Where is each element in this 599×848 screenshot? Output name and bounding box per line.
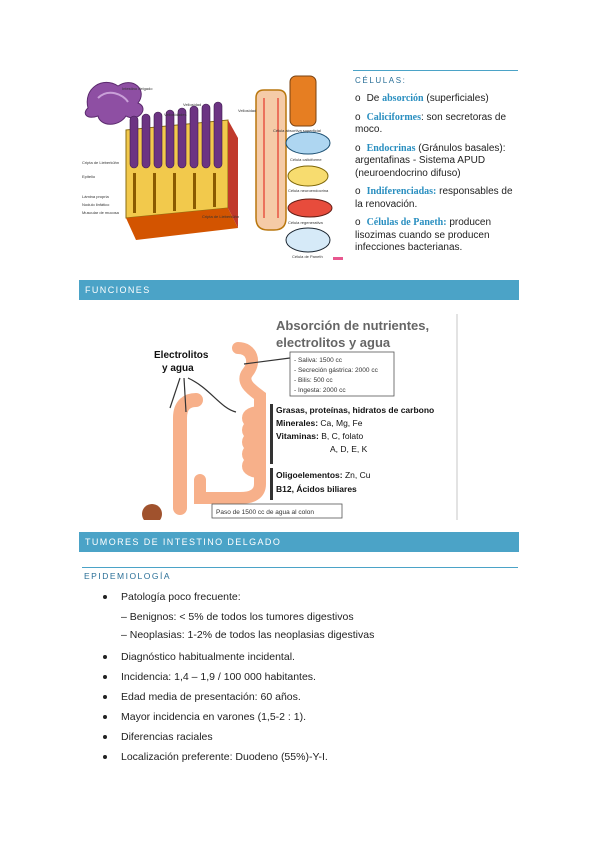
section-bar-tumores: TUMORES DE INTESTINO DELGADO <box>79 532 519 552</box>
block1-vitaminas: B, C, folato <box>319 431 364 441</box>
functions-figure: Absorción de nutrientes, electrolitos y … <box>140 308 462 520</box>
block1-minerales: Ca, Mg, Fe <box>318 418 363 428</box>
agua-label: y agua <box>162 363 194 374</box>
block2-oligo-label: Oligoelementos: <box>276 470 343 480</box>
svg-text:Oligoelementos: Zn, Cu: Oligoelementos: Zn, Cu <box>276 470 371 480</box>
cell-item-desc: producen lisozimas cuando se producen in… <box>355 217 492 253</box>
input-bilis: - Bilis: 500 cc <box>294 377 333 384</box>
cell-item-desc: responsables de la renovación. <box>355 186 513 210</box>
epidemiology-title: EPIDEMIOLOGÍA <box>84 571 172 581</box>
block2-oligo: Zn, Cu <box>343 470 371 480</box>
cell-item-desc: (superficiales) <box>423 93 489 104</box>
svg-text:Minerales: Ca, Mg, Fe: Minerales: Ca, Mg, Fe <box>276 418 363 428</box>
label-vellosidad-a: Vellosidad <box>238 108 256 113</box>
cell-term: absorción <box>382 93 424 104</box>
epidemiology-list: Patología poco frecuente: – Benignos: < … <box>103 590 513 770</box>
block1-vitaminas-2: A, D, E, K <box>330 444 368 454</box>
cell-item-pre: De <box>366 93 383 104</box>
cell-item-desc: (Gránulos basales): argentafinas - Siste… <box>355 142 506 179</box>
intestine-histology-figure: Intestino delgado Vellosidades Vellosida… <box>82 75 333 259</box>
bullet-dot <box>103 695 107 699</box>
list-item: Edad media de presentación: 60 años. <box>103 690 513 710</box>
bullet-dot <box>103 675 107 679</box>
label-muscular-mucosa: Muscular de mucosa <box>82 210 120 215</box>
bullet-marker: o <box>355 142 361 154</box>
bullet-dot <box>103 755 107 759</box>
block1-vitaminas-label: Vitaminas: <box>276 431 319 441</box>
label-intestino-delgado: Intestino delgado <box>122 86 153 91</box>
item-text: Localización preferente: Duodeno (55%)-Y… <box>121 751 328 763</box>
cells-title: CÉLULAS: <box>355 76 407 85</box>
cell-term: Indiferenciadas: <box>366 186 437 197</box>
label-celula-absortiva: Célula absortiva superficial <box>273 128 321 133</box>
sub-item: – Neoplasias: 1-2% de todos las neoplasi… <box>121 629 375 641</box>
item-text: Mayor incidencia en varones (1,5-2 : 1). <box>121 711 307 723</box>
page-marker <box>333 257 343 260</box>
cell-item-indiferenciadas: o Indiferenciadas: responsables de la ren… <box>355 186 518 211</box>
cell-item-desc: : son secretoras de moco. <box>355 111 507 136</box>
label-vellosidades: Vellosidades <box>164 112 186 117</box>
block1-minerales-label: Minerales: <box>276 418 318 428</box>
input-secrecion: - Secreción gástrica: 2000 cc <box>294 367 379 374</box>
cells-panel: CÉLULAS: o De absorción (superficiales) o… <box>353 70 518 261</box>
sub-item: – Benignos: < 5% de todos los tumores di… <box>121 611 354 623</box>
bullet-dot <box>103 655 107 659</box>
list-item: Localización preferente: Duodeno (55%)-Y… <box>103 750 513 770</box>
label-vellosidad-b: Vellosidad <box>183 102 201 107</box>
cell-item-endocrinas: o Endocrinas (Gránulos basales): argentaf… <box>355 143 518 181</box>
item-text: Incidencia: 1,4 – 1,9 / 100 000 habitant… <box>121 671 316 683</box>
label-celula-caliciforme: Célula caliciforme <box>290 157 322 162</box>
cells-panel-rule <box>353 70 518 71</box>
block1-line1: Grasas, proteínas, hidratos de carbono <box>276 405 434 415</box>
cell-term: Células de Paneth: <box>366 217 447 228</box>
block2-line2: B12, Ácidos biliares <box>276 484 357 494</box>
bullet-marker: o <box>355 217 361 228</box>
item-text: Diferencias raciales <box>121 731 213 743</box>
item-text: Edad media de presentación: 60 años. <box>121 691 301 703</box>
label-epitelio: Epitelio <box>82 174 96 179</box>
cell-item-paneth: o Células de Paneth: producen lisozimas c… <box>355 217 518 255</box>
bottom-box-text: Paso de 1500 cc de agua al colon <box>216 509 314 516</box>
cell-term: Caliciformes <box>366 111 421 123</box>
list-item: Mayor incidencia en varones (1,5-2 : 1). <box>103 710 513 730</box>
label-celula-neuroendocrina: Célula neuroendocrina <box>288 188 329 193</box>
functions-title-1: Absorción de nutrientes, <box>276 318 429 333</box>
label-cripta-a: Cripta de Lieberkühn <box>82 160 119 165</box>
bullet-dot <box>103 735 107 739</box>
input-saliva: - Saliva: 1500 cc <box>294 357 343 364</box>
input-ingesta: - Ingesta: 2000 cc <box>294 387 346 394</box>
item-text: Diagnóstico habitualmente incidental. <box>121 651 295 663</box>
cell-term: Endocrinas <box>366 142 416 154</box>
item-text: Patología poco frecuente: <box>121 591 241 603</box>
label-nodulo-linfatico: Nodulo linfático <box>82 202 110 207</box>
bullet-dot <box>103 595 107 599</box>
bullet-marker: o <box>355 186 361 197</box>
svg-text:Vitaminas: B, C, folato: Vitaminas: B, C, folato <box>276 431 364 441</box>
epidemiology-rule <box>82 567 518 568</box>
list-item: Patología poco frecuente: <box>103 590 513 610</box>
bullet-marker: o <box>355 93 361 104</box>
cell-item-caliciformes: o Caliciformes: son secretoras de moco. <box>355 112 518 137</box>
list-item: Diferencias raciales <box>103 730 513 750</box>
label-lamina-propria: Lámina propria <box>82 194 109 199</box>
label-cripta-b: Cripta de Lieberkühn <box>202 214 239 219</box>
label-celula-regenerativa: Célula regenerativa <box>288 220 323 225</box>
functions-title-2: electrolitos y agua <box>276 335 391 350</box>
list-item: Diagnóstico habitualmente incidental. <box>103 650 513 670</box>
section-bar-funciones: FUNCIONES <box>79 280 519 300</box>
list-item: Incidencia: 1,4 – 1,9 / 100 000 habitant… <box>103 670 513 690</box>
label-celula-paneth: Célula de Paneth <box>292 254 323 259</box>
electrolitos-label: Electrolitos <box>154 350 209 361</box>
cell-item-absorcion: o De absorción (superficiales) <box>355 93 518 106</box>
bullet-dot <box>103 715 107 719</box>
bullet-marker: o <box>355 111 361 123</box>
